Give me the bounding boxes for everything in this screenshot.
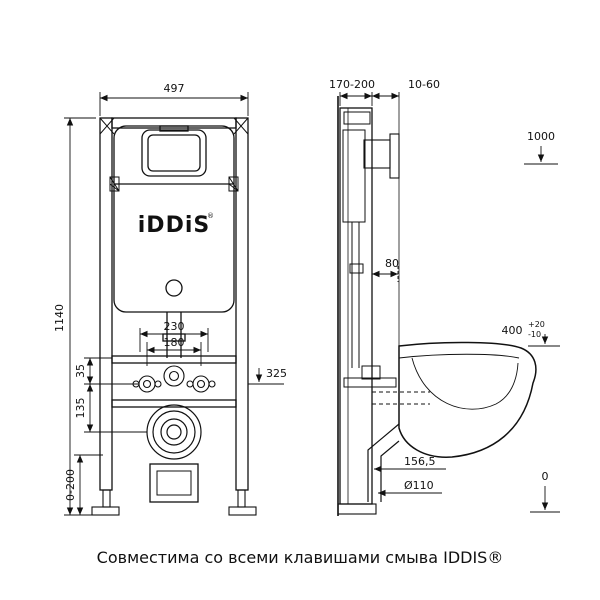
dim-drain-offset-label: 156,5: [404, 455, 436, 468]
dim-bowl-tol-minus: -10: [528, 330, 541, 339]
float-button: [165, 279, 183, 297]
dim-offset-135-label: 135: [74, 398, 87, 419]
front-dimensions: 497 1140 35 135 0-200: [53, 82, 287, 516]
dim-inlet-height-label: 325: [266, 367, 287, 380]
access-panel: [141, 125, 207, 177]
dim-drain-diameter-110: Ø110: [378, 479, 442, 497]
outlet-box: [149, 463, 199, 503]
brand-logo: iDDiS: [138, 213, 210, 238]
dim-wall-gap-10-60: 10-60: [372, 78, 440, 100]
water-fittings: [132, 365, 216, 393]
dim-floor-level-label: 0: [542, 470, 549, 483]
dim-width-497: 497: [99, 82, 249, 116]
drain-outlet: [146, 404, 202, 460]
side-dimensions: 170-200 10-60 1000 80 400 +20 -10 156,5: [329, 78, 560, 513]
dim-bolt-inner-label: 180: [164, 336, 185, 349]
dim-bolt-outer-230: 230: [139, 320, 209, 352]
mounting-frame: [99, 117, 249, 491]
dim-bowl-height-400: 400 +20 -10: [502, 320, 560, 347]
toilet-bowl: [398, 341, 537, 458]
dim-drain-diameter-label: Ø110: [404, 479, 434, 492]
brand-registered-mark: ®: [207, 212, 214, 220]
dim-depth-170-200: 170-200: [329, 78, 375, 106]
dim-height-1140: 1140: [53, 117, 96, 516]
internal-pipes: [343, 222, 397, 388]
dim-supply-offset-80: 80: [372, 257, 399, 282]
dim-bolt-outer-label: 230: [164, 320, 185, 333]
mounting-studs: [372, 391, 430, 405]
drain-pipe-side: [367, 423, 400, 502]
dim-depth-label: 170-200: [329, 78, 375, 91]
front-view: iDDiS ®: [91, 117, 257, 516]
dim-offset-135: 135: [74, 384, 147, 433]
dim-floor-level-0: 0: [530, 470, 560, 513]
cistern: iDDiS ®: [109, 125, 239, 313]
dim-leg-range-0-200: 0-200: [64, 454, 103, 516]
dim-wall-gap-label: 10-60: [408, 78, 440, 91]
dim-button-height-1000: 1000: [524, 130, 558, 165]
dim-bowl-height-label: 400: [502, 324, 523, 337]
dim-leg-range-label: 0-200: [64, 469, 77, 501]
compatibility-caption: Совместима со всеми клавишами смыва IDDI…: [96, 548, 504, 567]
adjustable-legs: [91, 489, 257, 516]
flush-pipe: [162, 312, 186, 358]
flush-plate-unit: [363, 133, 400, 179]
dim-offset-35-label: 35: [74, 364, 87, 378]
dim-height-label: 1140: [53, 304, 66, 332]
dim-width-label: 497: [164, 82, 185, 95]
side-clips: [109, 176, 239, 192]
dim-inlet-height-325: 325: [248, 367, 287, 385]
dim-bowl-tol-plus: +20: [528, 320, 545, 329]
dim-button-height-label: 1000: [527, 130, 555, 143]
side-view: [337, 96, 537, 516]
dim-drain-offset-156-5: 156,5: [374, 455, 446, 473]
dim-bolt-inner-180: 180: [146, 336, 202, 366]
dim-supply-offset-label: 80: [385, 257, 399, 270]
dim-offset-35: 35: [74, 357, 139, 385]
frame-profile: [337, 107, 377, 515]
